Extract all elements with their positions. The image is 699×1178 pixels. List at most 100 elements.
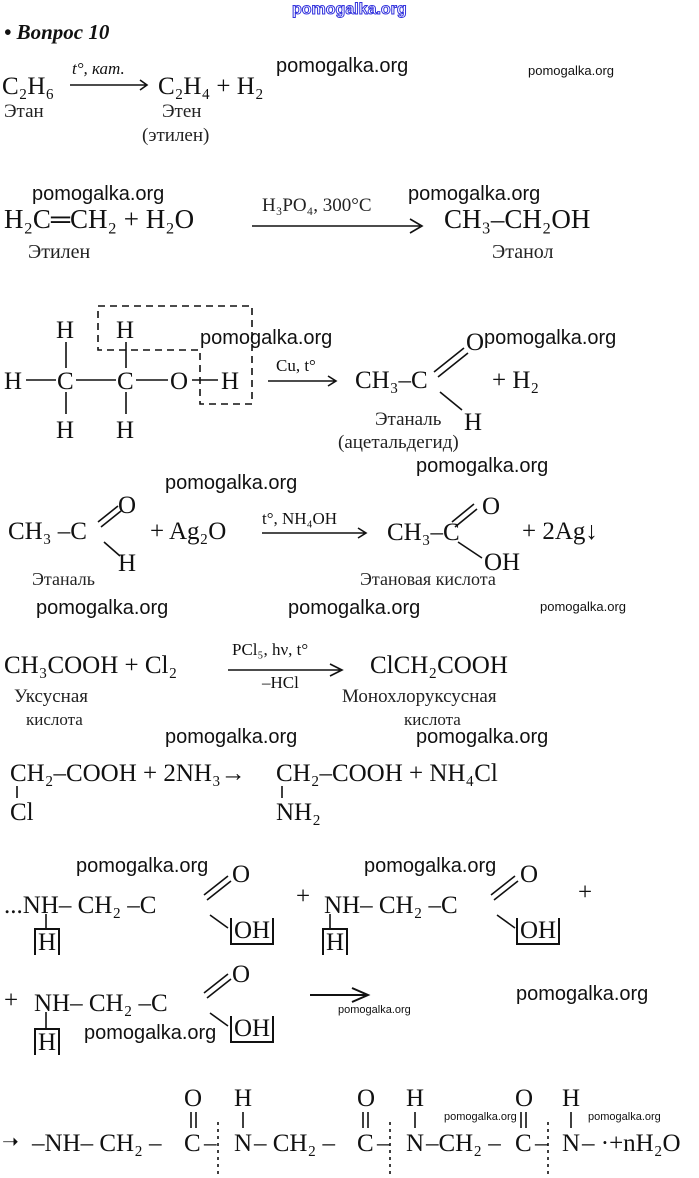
eq5-product-name: Монохлоруксусная [342,686,497,707]
watermark: pomogalka.org [540,599,626,614]
site-watermark: pomogalka.org [292,1,408,18]
eq4-hydrogen: H [118,550,137,577]
eq1-condition: t°, кат. [72,59,125,78]
eq8-hydrogen: H [406,1085,425,1112]
eq7-oxygen: O [232,861,251,888]
eq6-bonds [16,786,283,798]
eq8-hydrogen: H [562,1085,581,1112]
eq7-monomer: NH– CH₂ –C [324,892,458,919]
watermark: pomogalka.org [288,597,421,619]
eq1-products: C₂H₄ + H₂ [158,73,264,100]
eq2-reactants: H₂C═CH₂ + H₂O [4,204,195,234]
arrow-eq7 [310,987,371,1003]
watermark: pomogalka.org [416,455,549,477]
eq8-dash: – [535,1130,548,1157]
eq7-plus: + [4,987,19,1014]
eq3-product-name: Этаналь [375,409,442,430]
watermark: pomogalka.org [416,726,549,748]
watermark: pomogalka.org [516,983,649,1005]
question-title: • Вопрос 10 [4,20,110,44]
eq4-condition: t°, NH₄OH [262,509,338,528]
eq7-boxed-h: H [34,1028,61,1055]
eq6-amine: NH₂ [276,799,321,826]
eq1-product-name: Этен [162,101,202,122]
eq8-dotted-dividers [217,1122,549,1178]
eq4-oxygen: O [118,492,137,519]
eq3-dashed-box [97,305,253,405]
eq7-monomer: ...NH– CH₂ –C [4,892,157,919]
eq3-bonds [26,342,218,414]
eq1-reactant-name: Этан [4,101,44,122]
arrow-eq3 [268,375,338,387]
eq4-reactant-name: Этаналь [32,569,95,589]
atom-h: H [221,368,240,395]
watermark: pomogalka.org [36,597,169,619]
watermark: pomogalka.org [165,472,298,494]
eq7-oxygen: O [520,861,539,888]
eq7-monomer: NH– CH₂ –C [34,990,168,1017]
arrow-eq4 [262,527,368,539]
eq1-reactant: C₂H₆ [2,73,55,100]
eq8-hydrogen: H [234,1085,253,1112]
eq8-nitrogen: N [562,1130,581,1157]
eq3-oxygen: O [466,329,485,356]
watermark: pomogalka.org [276,55,409,77]
watermark: pomogalka.org [408,183,541,205]
atom-o: O [170,368,189,395]
eq8-segment: – CH₂ – [254,1130,335,1157]
eq8-segment: –CH₂ – [426,1130,501,1157]
eq2-reactant-name: Этилен [28,241,91,263]
eq8-oxygen: O [184,1085,203,1112]
watermark: pomogalka.org [364,855,497,877]
eq4-hydroxyl: OH [484,549,521,576]
eq7-plus: + [296,883,311,910]
eq8-segment: –NH– CH₂ – [32,1130,162,1157]
atom-h: H [56,317,75,344]
eq5-condition-bottom: –HCl [262,673,299,692]
eq3-condition: Cu, t° [276,356,316,375]
watermark: pomogalka.org [76,855,209,877]
eq8-end: – ·+nH₂O [582,1130,681,1157]
eq5-product-name: кислота [404,710,461,729]
atom-h: H [116,317,135,344]
eq8-bonds [190,1112,572,1128]
eq3-aldehyde-bonds [433,347,469,411]
eq8-dash: – [204,1130,217,1157]
eq7-bonds [45,875,519,1028]
watermark: pomogalka.org [165,726,298,748]
eq3-product: CH₃–C [355,367,428,394]
eq7-plus: + [578,879,593,906]
atom-h: H [56,417,75,444]
eq3-product-alt: (ацетальдегид) [338,432,459,453]
eq8-arrow: ➝ [2,1131,19,1153]
atom-h: H [4,368,23,395]
eq3-hydrogen: H [464,409,483,436]
eq7-oxygen: O [232,961,251,988]
arrow-eq1 [70,79,149,91]
watermark: pomogalka.org [32,183,165,205]
eq8-nitrogen: N [406,1130,425,1157]
eq6-chlorine: Cl [10,799,34,826]
eq6-reactants: CH₂–COOH + 2NH₃→ [10,760,246,787]
eq4-bonds [97,503,483,559]
watermark: pomogalka.org [444,1111,517,1123]
eq8-oxygen: O [357,1085,376,1112]
eq8-oxygen: O [515,1085,534,1112]
eq4-oxygen2: O [482,493,501,520]
watermark: pomogalka.org [484,327,617,349]
eq2-condition: H₃PO₄, 300°C [262,195,372,216]
eq6-product: CH₂–COOH + NH₄Cl [276,760,498,787]
eq3-plus-h2: + H₂ [492,367,540,394]
atom-c: C [117,368,134,395]
atom-c: C [57,368,74,395]
watermark: pomogalka.org [588,1111,661,1123]
eq5-condition-top: PCl₅, hν, t° [232,640,309,659]
eq5-reactant-name: Уксусная [14,686,88,707]
eq4-plus-ag2o: + Ag₂O [150,518,227,545]
eq7-boxed-h: H [34,928,61,955]
eq7-boxed-oh: OH [230,1016,275,1043]
eq4-product: CH₃–C [387,519,460,546]
arrow-eq2 [252,218,424,234]
eq8-dash: – [377,1130,390,1157]
eq7-boxed-h: H [322,928,349,955]
